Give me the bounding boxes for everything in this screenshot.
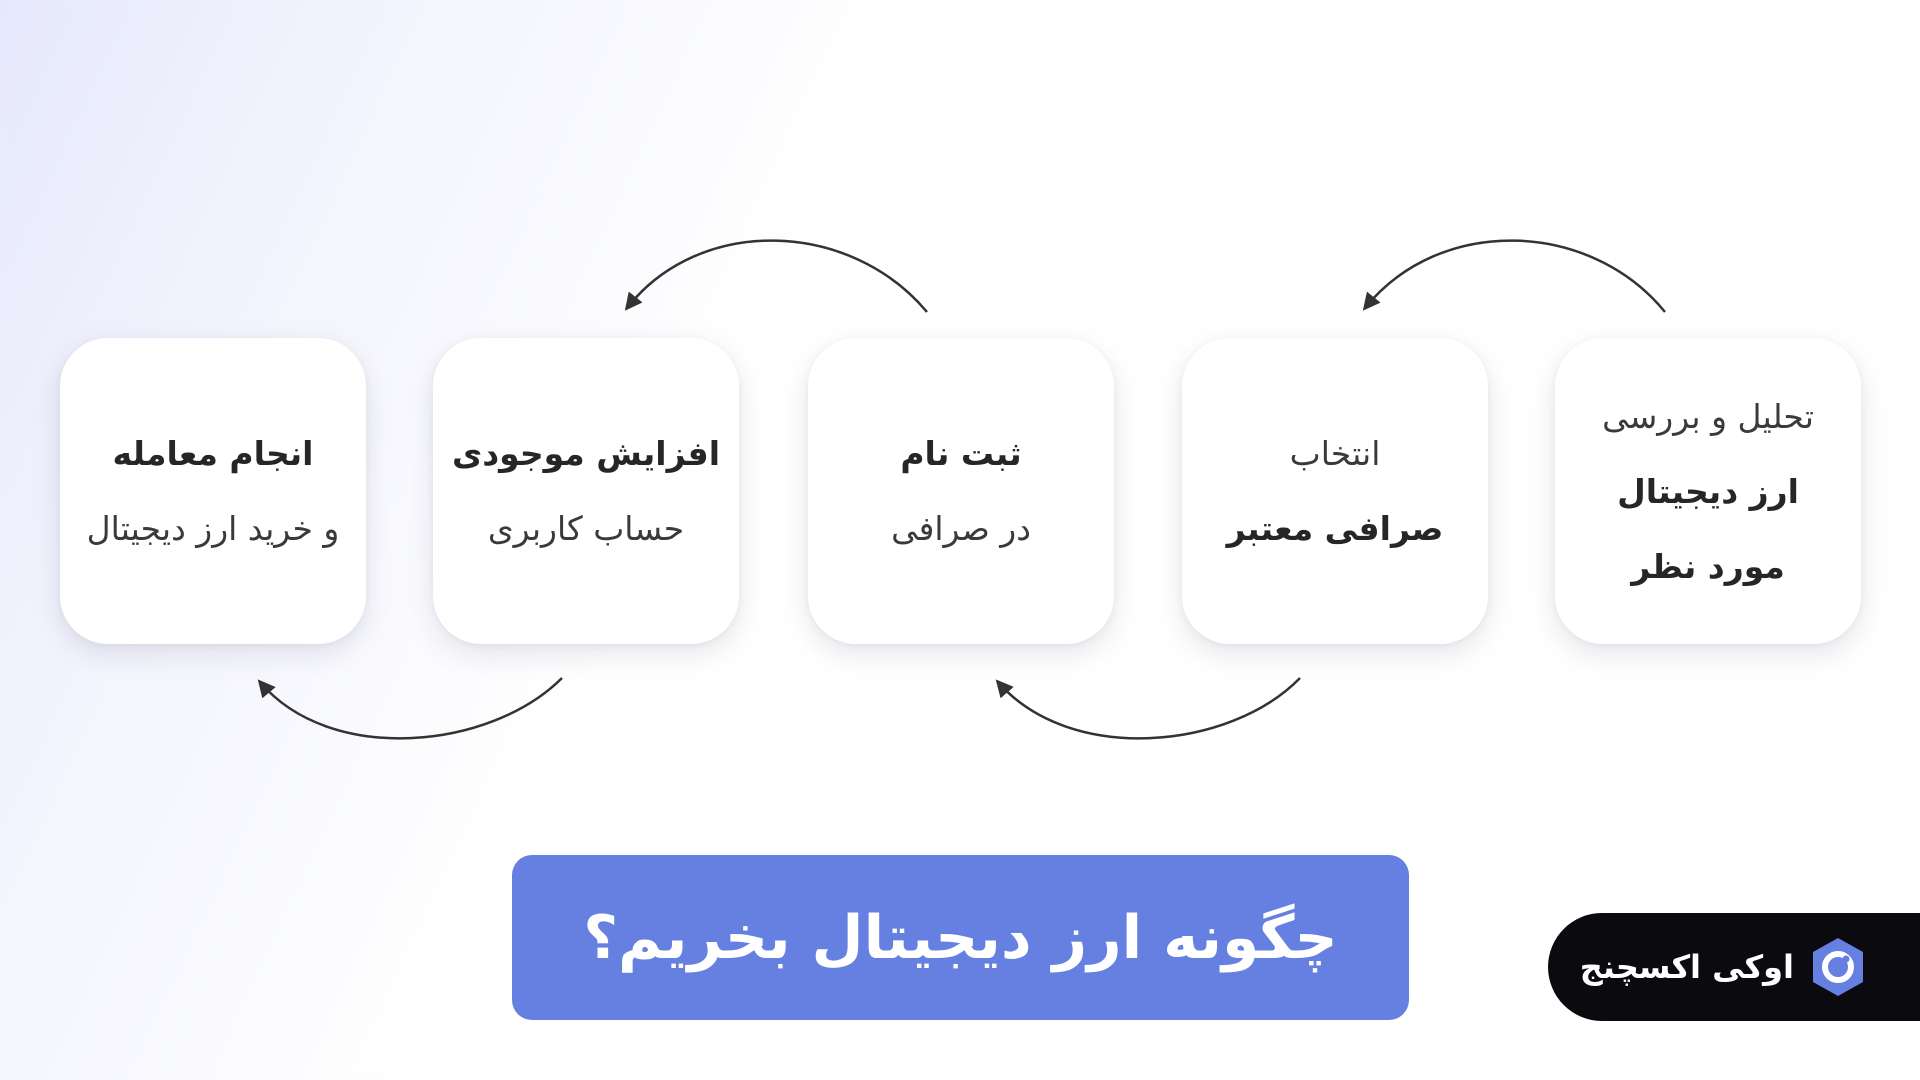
step-5-line-2: و خرید ارز دیجیتال: [86, 509, 340, 548]
step-3-line-2: در صرافی: [891, 509, 1031, 548]
step-card-5: انجام معامله و خرید ارز دیجیتال: [60, 338, 366, 644]
step-4-line-1: افزایش موجودی: [451, 434, 721, 473]
arrow-step3-to-step4: [624, 239, 928, 313]
step-card-4: افزایش موجودی حساب کاربری: [433, 338, 739, 644]
step-4-line-2: حساب کاربری: [487, 509, 685, 548]
step-3-line-1: ثبت نام: [900, 434, 1022, 473]
hexagon-ring-logo-icon: [1813, 938, 1863, 996]
arrow-step4-to-step5: [257, 677, 563, 740]
step-card-2: انتخاب صرافی معتبر: [1182, 338, 1488, 644]
brand-name: اوکی اکسچنج: [1579, 948, 1794, 986]
brand-badge: اوکی اکسچنج: [1548, 913, 1920, 1021]
page-title: چگونه ارز دیجیتال بخریم؟: [583, 902, 1338, 973]
step-2-line-1: انتخاب: [1289, 434, 1381, 473]
title-banner: چگونه ارز دیجیتال بخریم؟: [512, 855, 1409, 1020]
step-card-3: ثبت نام در صرافی: [808, 338, 1114, 644]
step-1-line-1: تحلیل و بررسی: [1602, 396, 1814, 436]
arrow-step2-to-step3: [995, 677, 1301, 740]
step-2-line-2: صرافی معتبر: [1226, 509, 1444, 548]
step-card-1: تحلیل و بررسی ارز دیجیتال مورد نظر: [1555, 338, 1861, 644]
step-1-line-2: ارز دیجیتال: [1617, 471, 1799, 511]
arrow-step1-to-step2: [1362, 239, 1666, 313]
step-5-line-1: انجام معامله: [112, 434, 314, 473]
step-1-line-3: مورد نظر: [1631, 546, 1785, 586]
